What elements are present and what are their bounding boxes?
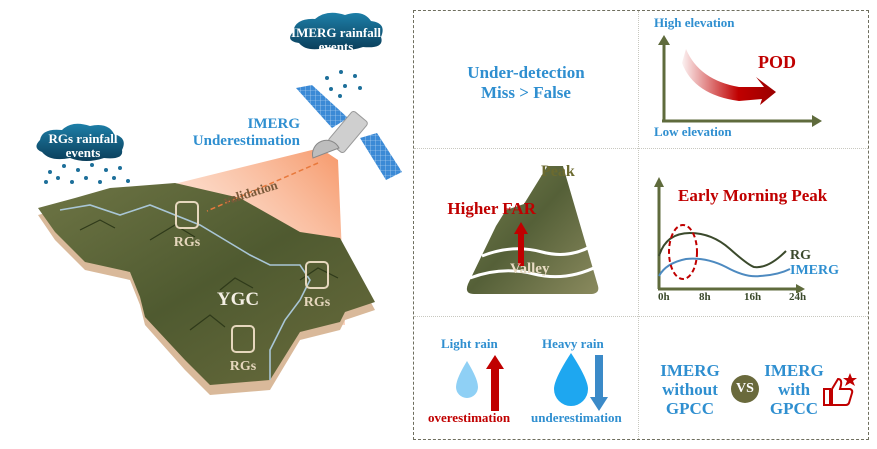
rg-cloud-line2: events <box>65 145 101 160</box>
early-morning-highlight <box>668 224 698 280</box>
y-axis-arrow <box>654 177 664 187</box>
rg-cloud <box>36 123 124 161</box>
rain-drops-rg <box>44 163 130 184</box>
imerg-with-gpcc: IMERG with GPCC <box>754 361 834 418</box>
imerg-text: IMERG <box>660 361 720 380</box>
validation-arrow <box>206 162 319 212</box>
overestimation-up-arrow-icon <box>486 355 504 411</box>
rg-station-2: RGs <box>304 261 331 310</box>
detection-cell: Under-detection Miss > False <box>414 63 638 103</box>
high-elevation-label: High elevation <box>654 15 735 30</box>
elevation-band-lower <box>469 264 599 280</box>
terrain-block <box>38 183 375 395</box>
heavy-rain-label: Heavy rain <box>542 336 604 351</box>
thumbs-up-icon <box>823 373 857 406</box>
imerg-cloud-line1: IMERG rainfall <box>291 25 381 40</box>
pod-chart <box>658 35 822 127</box>
gpcc-text: GPCC <box>665 399 715 418</box>
x-axis-arrow <box>812 115 822 127</box>
gpcc-text: GPCC <box>769 399 819 418</box>
imerg-cloud-line2: events <box>318 39 354 54</box>
light-raindrop-icon <box>456 361 478 398</box>
pod-label: POD <box>758 52 796 72</box>
y-axis-arrow <box>658 35 670 45</box>
vertical-divider <box>638 11 639 439</box>
horizontal-divider-2 <box>414 316 868 317</box>
findings-panel: Under-detection Miss > False High elevat… <box>413 10 869 440</box>
far-up-arrow-icon <box>514 222 528 266</box>
tick-16h: 16h <box>744 291 762 303</box>
without-text: without <box>662 380 718 399</box>
diurnal-chart <box>654 177 805 293</box>
left-illustration: validation RGs RGs RGs YGC <box>36 12 402 395</box>
diurnal-title: Early Morning Peak <box>678 186 828 205</box>
rg-cloud-line1: RGs rainfall <box>48 131 118 146</box>
rg-station-3: RGs <box>230 325 257 374</box>
with-text: with <box>777 380 811 399</box>
tick-24h: 24h <box>789 291 807 303</box>
rg-station-label: RGs <box>174 235 201 250</box>
legend-rg: RG <box>790 248 811 263</box>
mountain-shape <box>466 166 599 294</box>
rg-station-1: RGs <box>174 201 201 250</box>
horizontal-divider-1 <box>414 148 868 149</box>
rg-cloud-label: RGs rainfall events <box>38 132 128 160</box>
legend-imerg: IMERG <box>790 263 839 278</box>
elevation-band-upper <box>481 240 599 258</box>
pod-trend-arrow <box>682 49 776 105</box>
imerg-cloud-label: IMERG rainfall events <box>290 26 382 54</box>
low-elevation-label: Low elevation <box>654 124 732 139</box>
underestimation-label: underestimation <box>531 410 622 425</box>
rain-gauge-icon <box>231 325 255 353</box>
series-line-imerg <box>658 257 791 278</box>
imerg-label-line1: IMERG <box>247 116 301 132</box>
rg-station-label: RGs <box>304 295 331 310</box>
basin-label: YGC <box>217 289 259 310</box>
x-axis-arrow <box>796 284 805 293</box>
satellite-icon <box>296 85 402 180</box>
series-line-rg <box>658 231 787 269</box>
underestimation-down-arrow-icon <box>590 355 608 411</box>
star-icon <box>843 373 857 386</box>
higher-far-label: Higher FAR <box>447 199 536 218</box>
tick-8h: 8h <box>699 291 711 303</box>
imerg-cloud <box>290 12 383 50</box>
tick-0h: 0h <box>658 291 670 303</box>
vs-badge: VS <box>731 375 759 403</box>
imerg-label-line2: Underestimation <box>192 133 300 149</box>
mountain-illustration <box>466 166 599 294</box>
light-rain-label: Light rain <box>441 336 498 351</box>
imerg-underestimation-label: IMERG Underestimation <box>178 116 300 150</box>
heavy-raindrop-icon <box>554 353 588 406</box>
miss-false-text: Miss > False <box>481 83 571 102</box>
rain-drops-imerg <box>325 70 362 98</box>
rg-station-label: RGs <box>230 359 257 374</box>
peak-label: Peak <box>541 163 575 180</box>
rain-gauge-icon <box>305 261 329 289</box>
rain-gauge-icon <box>175 201 199 229</box>
imerg-without-gpcc: IMERG without GPCC <box>650 361 730 418</box>
valley-label: Valley <box>510 261 550 277</box>
imerg-text: IMERG <box>764 361 824 380</box>
under-detection-text: Under-detection <box>467 63 585 82</box>
overestimation-label: overestimation <box>428 410 511 425</box>
